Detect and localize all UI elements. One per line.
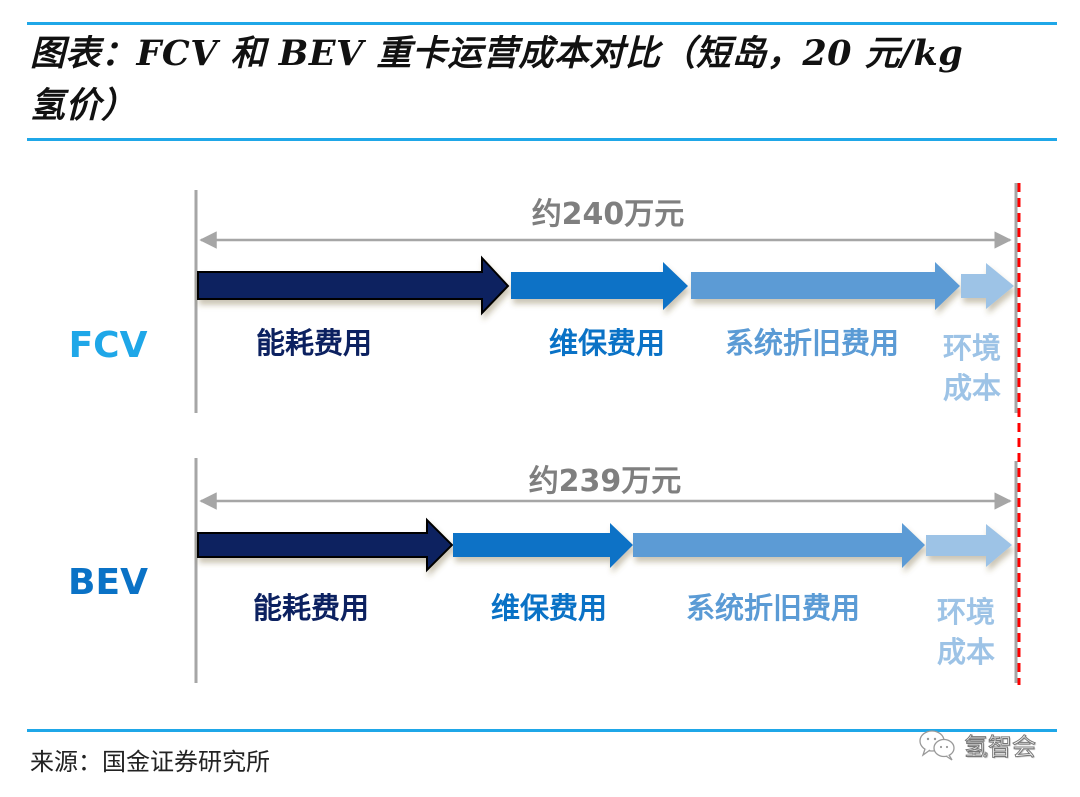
fcv-segment-depreciation-arrow [691,262,960,310]
fcv-total-label: 约240万元 [532,197,685,232]
title-line-2: 氢价） [30,85,137,126]
bev-segment-depreciation-arrow [633,523,925,568]
fcv-row: 约240万元 FCV 能耗费用 维保费用 系统折旧费用 [69,183,1018,413]
source-note: 来源：国金证券研究所 [30,748,270,776]
bev-segment-environment-arrow [926,524,1012,567]
figure-title: 图表：FCV 和 BEV 重卡运营成本对比（短岛，20 元/kg 氢价） [30,28,1060,132]
fcv-label-energy: 能耗费用 [256,326,372,360]
fcv-segment-environment-arrow [961,263,1014,309]
fcv-segment-energy-arrow [197,255,510,316]
footer-rule [27,729,1057,732]
bev-total-label: 约239万元 [529,464,682,499]
fcv-name: FCV [69,325,148,366]
watermark-text: 氢智会 [964,733,1037,762]
bev-label-environment: 环境成本 [936,595,995,669]
wechat-icon [919,729,955,761]
bev-label-depreciation: 系统折旧费用 [686,591,860,625]
fcv-label-maintenance: 维保费用 [549,326,665,360]
title-line-1: 图表：FCV 和 BEV 重卡运营成本对比（短岛，20 元/kg [30,33,964,74]
bev-name: BEV [68,562,148,603]
bev-label-maintenance: 维保费用 [491,591,607,625]
watermark: 氢智会 [918,727,1037,762]
fcv-label-depreciation: 系统折旧费用 [725,326,899,360]
title-bottom-rule [27,138,1057,141]
bev-row: 约239万元 BEV 能耗费用 维保费用 系统折旧费用 [68,458,1018,683]
bev-label-energy: 能耗费用 [253,591,369,625]
bev-segment-energy-arrow [197,517,454,573]
fcv-label-environment: 环境成本 [942,331,1001,405]
title-top-rule [27,22,1057,25]
fcv-segment-maintenance-arrow [511,262,688,310]
bev-segment-maintenance-arrow [453,523,633,568]
